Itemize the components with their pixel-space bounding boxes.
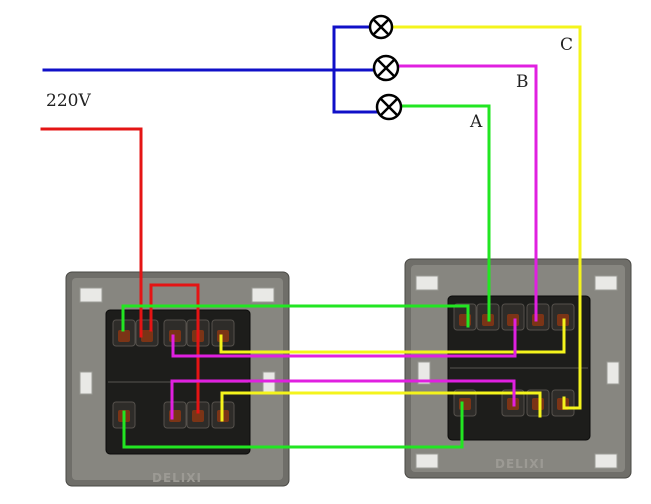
terminal-hole [507, 314, 519, 326]
neutral-lamp-bus [332, 25, 378, 114]
mounting-clip-icon [594, 453, 618, 469]
terminal-hole [217, 330, 229, 342]
mounting-clip-icon [79, 371, 93, 395]
right-switch-plate: DELIXI [404, 258, 632, 479]
right-switch-brand: DELIXI [495, 457, 545, 471]
line-b-bottom-traveler [170, 379, 516, 420]
lamp-cross [377, 59, 395, 77]
lamp-cross-circle-icon [368, 14, 394, 40]
mounting-clip-icon [262, 371, 276, 395]
line-b-top-traveler [171, 318, 517, 358]
mounting-clip-icon [79, 287, 103, 303]
lamp-cross [372, 18, 390, 36]
terminal-hole [169, 330, 181, 342]
terminal-hole [118, 330, 130, 342]
left-switch-plate: DELIXI [65, 271, 290, 487]
mounting-clip-icon [415, 453, 439, 469]
voltage-label: 220V [46, 91, 91, 111]
neutral-wire [42, 25, 378, 114]
lamp-cross [380, 98, 398, 116]
mounting-clip-icon [251, 287, 275, 303]
terminal-hole [192, 410, 204, 422]
line-a-bottom-traveler [122, 401, 464, 449]
terminal-hole [141, 330, 153, 342]
line-a-top-traveler [121, 304, 470, 332]
line-a-label: A [469, 112, 483, 132]
line-b-lamp-to-switch [396, 64, 538, 322]
line-b-label: B [516, 72, 529, 92]
line-c-top-traveler [219, 318, 566, 354]
mounting-clip-icon [594, 275, 618, 291]
line-b-wire [170, 64, 538, 420]
line-c-bottom-traveler [220, 391, 542, 422]
mounting-clip-icon [606, 361, 620, 385]
mounting-clip-icon [415, 275, 439, 291]
line-a-wire [121, 104, 491, 449]
line-a-lamp-to-switch [400, 104, 491, 322]
lamp-cross-circle-icon [372, 54, 400, 82]
line-c-label: C [560, 35, 573, 55]
line-c-lamp-to-switch [392, 25, 582, 410]
mounting-clip-icon [417, 361, 431, 385]
lamp-cross-circle-icon [375, 93, 403, 121]
terminal-hole [532, 314, 544, 326]
terminal-hole [532, 398, 544, 410]
live-feed-line [40, 127, 143, 338]
left-switch-brand: DELIXI [152, 471, 202, 485]
line-c-wire [219, 25, 582, 422]
